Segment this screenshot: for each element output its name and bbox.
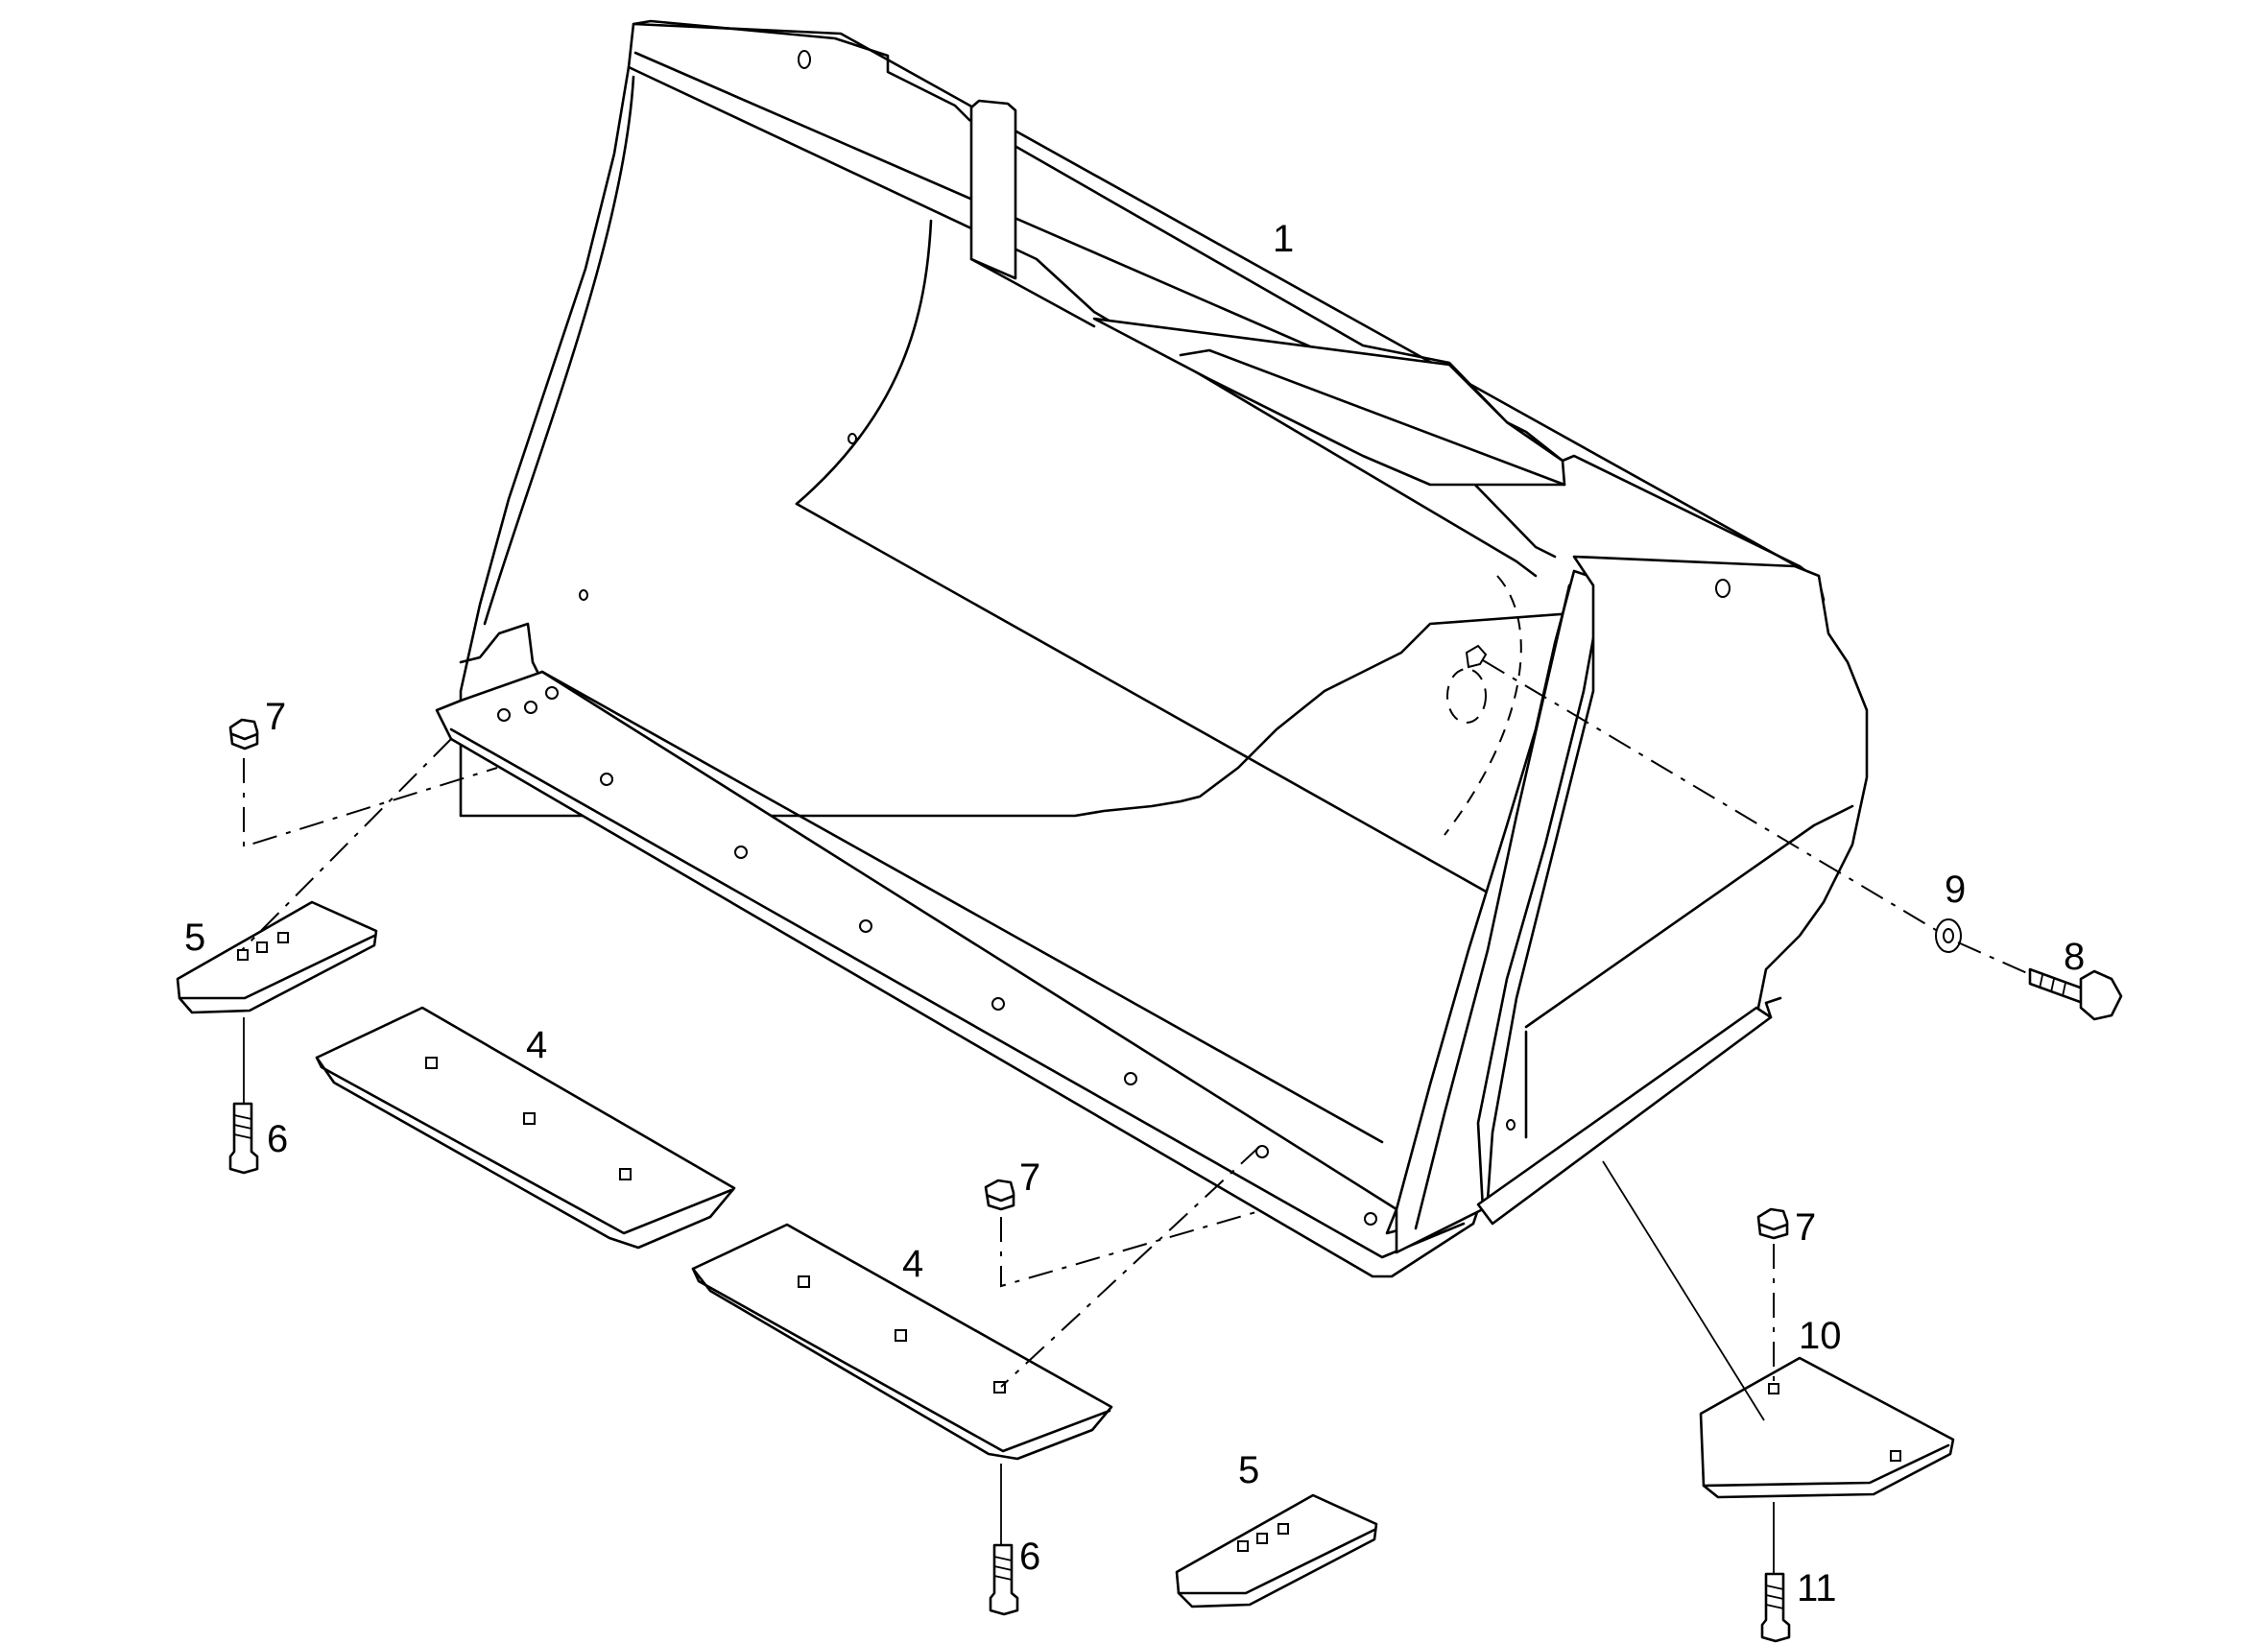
callout-side-bolt: 8 <box>2064 936 2085 978</box>
callout-bolt-left: 6 <box>267 1118 288 1160</box>
end-bit-right <box>1175 1493 1378 1608</box>
leader-lines <box>241 659 2028 1574</box>
callout-washer: 9 <box>1945 869 1966 911</box>
callout-bucket: 1 <box>1273 218 1294 260</box>
callout-end-bit-right: 5 <box>1238 1449 1259 1491</box>
end-bit-left <box>176 900 378 1014</box>
bucket <box>435 19 1869 1278</box>
callout-end-bit-left: 5 <box>184 917 205 959</box>
side-bolt <box>2028 967 2123 1021</box>
callout-nut-right: 7 <box>1795 1206 1816 1249</box>
callout-wear-plate-bolt: 11 <box>1797 1567 1837 1609</box>
callouts: 1 4 4 5 5 6 6 7 7 7 8 9 10 11 <box>184 218 2085 1609</box>
callout-nut-left: 7 <box>265 696 286 738</box>
nut-center <box>984 1179 1015 1211</box>
wear-plate <box>1602 1160 1955 1499</box>
washer <box>1935 918 1962 953</box>
bolt-wear-plate <box>1760 1572 1791 1643</box>
nut-left <box>228 718 259 751</box>
cutting-edge-center <box>691 1223 1113 1461</box>
bolt-center <box>989 1543 1019 1616</box>
callout-cutting-edge-left: 4 <box>526 1024 547 1066</box>
callout-wear-plate: 10 <box>1799 1315 1842 1357</box>
callout-nut-center: 7 <box>1019 1156 1040 1199</box>
nut-right <box>1756 1207 1789 1240</box>
callout-bolt-center: 6 <box>1019 1536 1040 1578</box>
cutting-edge-left <box>315 1006 736 1250</box>
callout-cutting-edge-center: 4 <box>902 1243 923 1285</box>
bolt-left <box>228 1102 259 1175</box>
